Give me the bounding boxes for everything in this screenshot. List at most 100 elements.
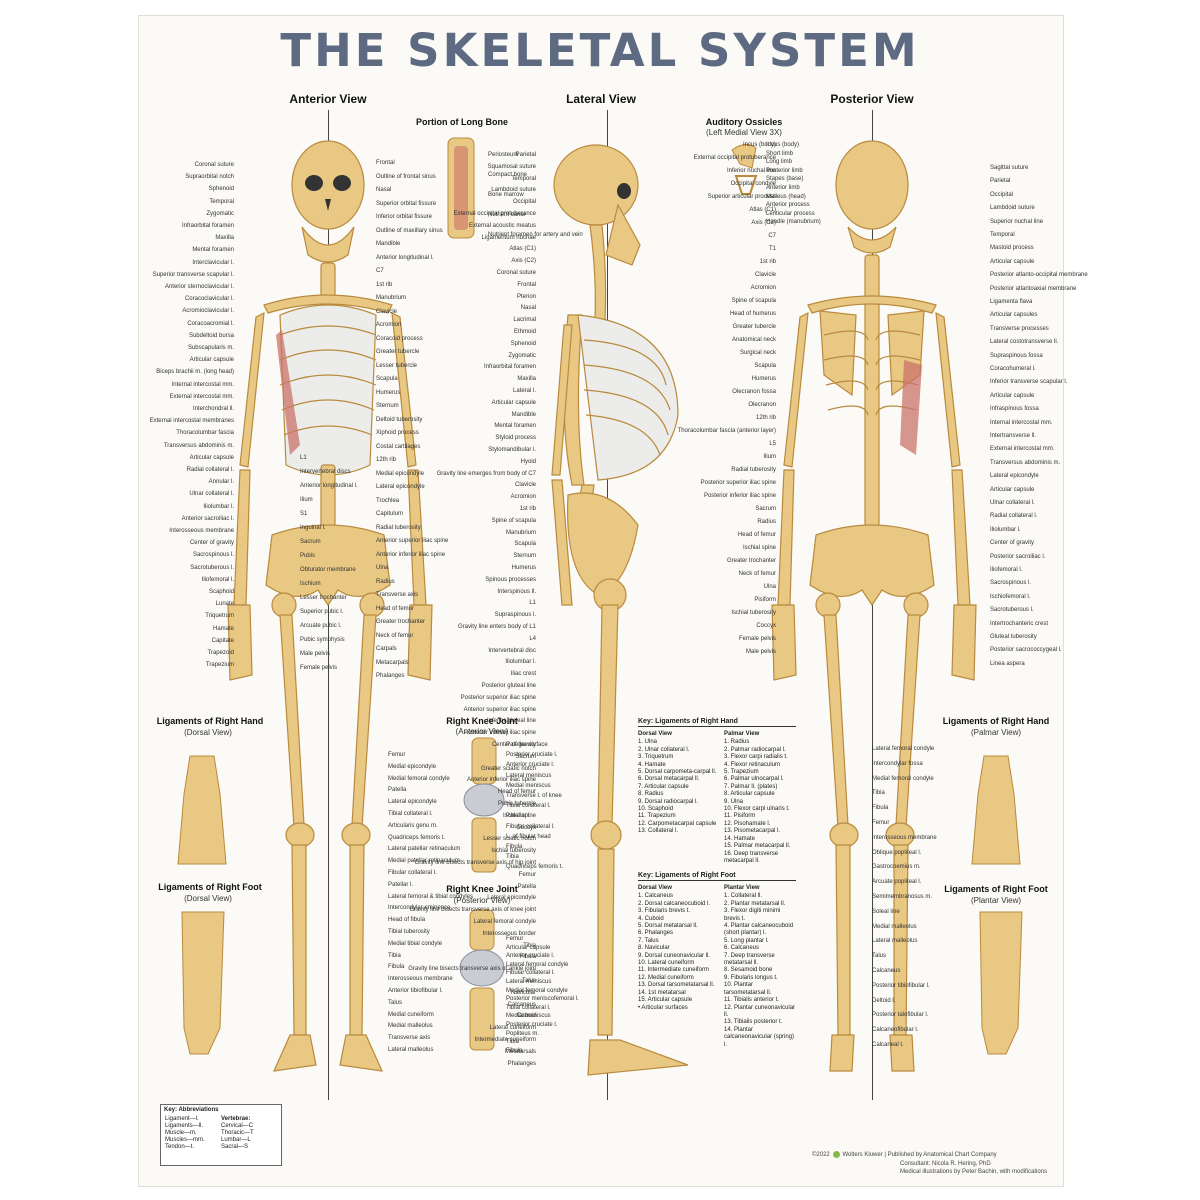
key-foot-dorsal-item: 6. Phalanges [638,930,674,937]
ossicle-label: Malleus (head) [766,193,806,200]
anterior-label: Greater tubercle [376,349,420,355]
knee-anterior-label: Tibial collateral l. [506,803,551,810]
anterior-label: Superior transverse scapular l. [152,271,234,278]
lateral-label: External acoustic meatus [468,222,536,229]
anterior-label: Thoracolumbar fascia [176,430,234,437]
key-hand-palmar-item: 6. Palmar ulnocarpal l. [724,776,784,783]
anterior-label: Interchondral ll. [192,406,234,412]
anterior-label: Internal intercostal mm. [171,381,234,388]
key-hand-palmar-item: 11. Pisiform [724,813,756,820]
foot-dorsal-illustration [181,911,225,1055]
key-foot-dorsal-item: 3. Fibularis brevis t. [638,908,691,915]
ossicle-label: Short limb [766,150,794,157]
posterior-label: Ischial spine [742,545,776,551]
anterior-label: Sternum [376,403,399,409]
key-hand-dorsal-item: 12. Carpometacarpal capsule [638,820,717,827]
posterior-label: Lambdoid suture [990,205,1035,212]
anterior-label: Outline of maxillary sinus [376,227,443,234]
posterior-label: Temporal [990,232,1015,238]
posterior-lower-label: Fibula [872,805,889,812]
ossicle-label: Long limb [766,159,793,166]
footer-brand-line: ©2022 Wolters Kluwer | Published by Anat… [812,1151,997,1159]
lateral-label: Mental foramen [494,423,536,430]
long-bone-label: Periosteum [488,152,519,158]
posterior-label: Anatomical neck [731,337,776,343]
knee-anterior-label: Medial meniscus [506,782,551,789]
lateral-label: Lesser sciatic notch [483,836,536,843]
posterior-lower-label: Posterior tibiofibular l. [872,982,930,989]
anterior-label: Temporal [209,198,234,205]
long-bone-label: Nutrient canal [488,212,526,218]
posterior-lower-label: Medial malleolus [872,923,917,930]
anterior-label: Sacrotuberous l. [190,564,234,571]
lateral-label: Greater sciatic notch [480,765,536,772]
posterior-label: Posterior inferior iliac spine [703,493,776,499]
anterior-label: Nasal [376,187,392,193]
anterior-label: Sacrum [300,539,321,545]
knee-label: Medial cuneiform [388,1011,434,1018]
key-foot-dorsal-item: 14. 1st metatarsal [638,989,686,996]
posterior-label: Radius [757,519,776,525]
lateral-label: Parietal [515,152,536,158]
posterior-label: L5 [769,441,776,447]
knee-posterior-subtitle: (Posterior View) [453,896,511,905]
anterior-label: Lunate [215,601,234,608]
lateral-label: Tibia [523,942,536,949]
key-foot-plantar-header: Plantar View [724,885,760,891]
posterior-label: Sagittal suture [990,165,1029,171]
posterior-lower-label: Calcaneofibular l. [872,1027,919,1034]
key-hand-palmar-header: Palmar View [724,731,760,737]
posterior-label: Posterior sacroiliac l. [990,553,1046,560]
posterior-label: Sacrum [755,506,776,512]
posterior-lower-label: Posterior talofibular l. [872,1012,929,1019]
posterior-label: Sacrospinous l. [990,580,1032,587]
key-foot-dorsal-item: 8. Navicular [638,945,670,952]
knee-posterior-label: Femur [506,936,524,942]
lateral-label: Acromion [510,494,536,501]
knee-posterior-label: Posterior cruciate l. [506,1022,558,1028]
anterior-label: Radial tuberosity [376,524,421,531]
key-hand-dorsal-item: 7. Articular capsule [638,783,689,790]
knee-anterior-label: Fibular collateral l. [506,823,555,830]
knee-label: Articularis genu m. [388,822,438,829]
anterior-label: Subscapularis m. [187,345,234,351]
anterior-label: Trapezium [205,662,234,669]
key-hand-palmar-item: 9. Ulna [724,798,744,805]
anterior-label: Acromioclavicular l. [182,308,234,315]
posterior-lower-label: Femur [872,820,890,826]
posterior-lower-label: Interosseous membrane [872,834,937,841]
anterior-label: Zygomatic [206,210,234,217]
posterior-lower-label: Talus [872,953,887,960]
lateral-skeleton-illustration [551,144,689,1076]
lateral-label: Fibula [519,954,536,961]
posterior-label: Superior nuchal line [990,218,1044,225]
posterior-label: 1st rib [759,259,776,265]
posterior-label: Articular capsules [990,312,1038,319]
anterior-label: Sphenoid [208,186,234,193]
anterior-label: Ilium [300,497,313,503]
anterior-label: Infraorbital foramen [181,223,234,229]
anterior-label: External intercostal mm. [169,393,234,400]
lateral-label: Lateral epicondyle [487,895,536,902]
lateral-label: Talus [521,978,536,984]
knee-posterior-title: Right Knee Joint [446,884,518,894]
anterior-label: Coracoclavicular l. [184,296,234,303]
long-bone-label: Compact bone [488,172,528,178]
lateral-label: Gravity line bisects transverse axis of … [414,860,536,866]
anterior-label: Radius [376,578,395,585]
lateral-label: Maxilla [517,376,536,383]
posterior-label: External intercostal mm. [990,446,1055,453]
anterior-label: Center of gravity [189,540,234,547]
knee-label: Lateral femoral & tibial condyles [388,893,474,900]
posterior-label: Supraspinous fossa [990,352,1043,359]
knee-anterior-illustration [463,737,505,873]
anterior-label: 1st rib [376,281,393,288]
lateral-label: Pubic tubercle [497,801,536,807]
lateral-label: Posterior superior iliac spine [460,694,536,701]
anterior-label: Xiphoid process [376,430,419,436]
key-hand-dorsal-item: 1. Ulna [638,739,658,746]
anterior-label: Hamate [212,625,234,632]
lateral-label: Cuboid [516,1013,536,1020]
